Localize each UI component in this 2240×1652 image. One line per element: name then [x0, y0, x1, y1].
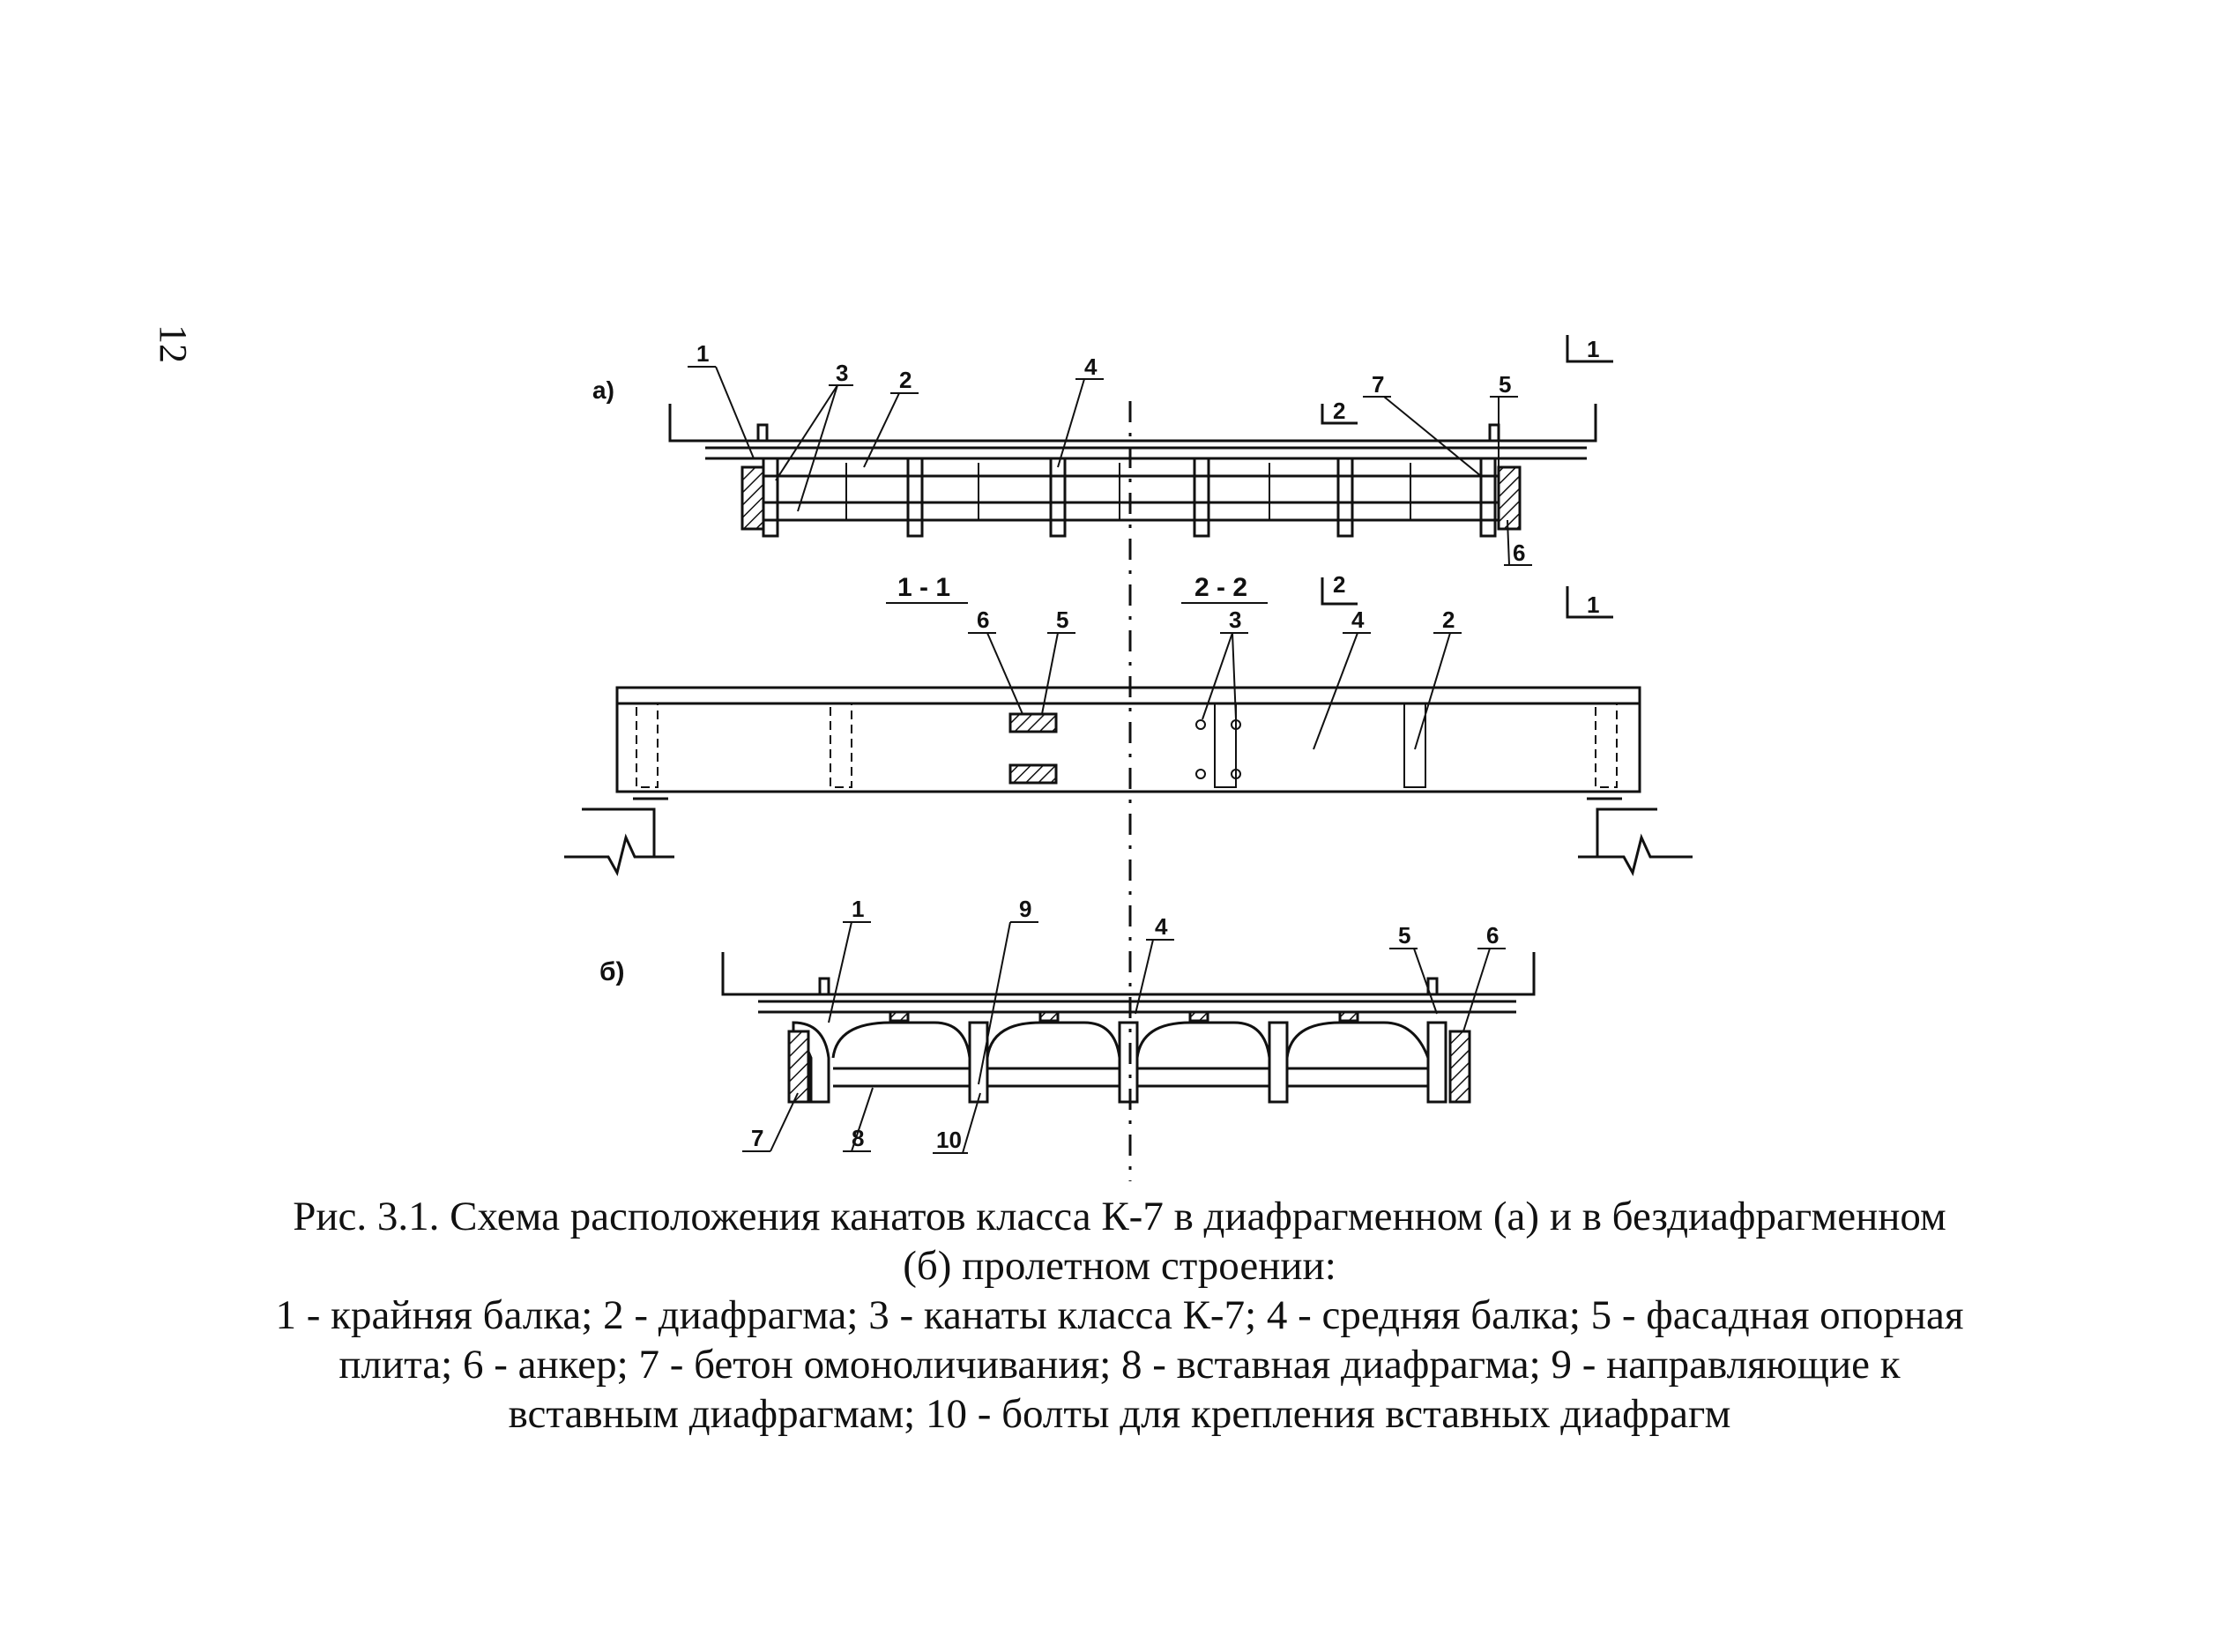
section-label-1-1: 1 - 1	[897, 573, 950, 602]
callout-b-5: 5	[1398, 922, 1410, 949]
callout-l-3: 3	[1229, 606, 1241, 633]
callout-a-4: 4	[1084, 353, 1098, 380]
section-mark-2-top: 2	[1333, 398, 1345, 424]
figure-caption: Рис. 3.1. Схема расположения канатов кла…	[264, 1192, 1975, 1439]
caption-title-line1: Рис. 3.1. Схема расположения канатов кла…	[293, 1194, 1946, 1239]
caption-legend-line1: 1 - крайняя балка; 2 - диафрагма; 3 - ка…	[275, 1292, 1964, 1338]
callout-a-3: 3	[836, 360, 848, 386]
callout-l-2: 2	[1442, 606, 1455, 633]
callout-b-9: 9	[1019, 896, 1031, 922]
section-a-diaphragm-span: а)	[592, 335, 1613, 566]
caption-legend-line2: плита; 6 - анкер; 7 - бетон омоноличиван…	[339, 1342, 1901, 1388]
callout-l-4: 4	[1351, 606, 1365, 633]
callout-a-7: 7	[1372, 371, 1384, 398]
callout-a-1: 1	[696, 340, 709, 367]
section-mark-1-mid: 1	[1587, 592, 1599, 618]
callout-b-7: 7	[751, 1125, 763, 1151]
callout-b-1: 1	[852, 896, 864, 922]
callout-l-5: 5	[1056, 606, 1068, 633]
callout-a-5: 5	[1499, 371, 1511, 398]
callout-b-6: 6	[1486, 922, 1499, 949]
callout-b-8: 8	[852, 1125, 864, 1151]
label-b: б)	[599, 957, 625, 986]
label-a: а)	[592, 376, 614, 404]
caption-legend-line3: вставным диафрагмам; 10 - болты для креп…	[508, 1391, 1731, 1437]
callout-l-6: 6	[977, 606, 989, 633]
callout-a-6: 6	[1513, 540, 1525, 566]
section-mark-2-mid: 2	[1333, 571, 1345, 598]
section-b-diaphragmless-span: б)	[599, 896, 1536, 1154]
caption-title-line2: (б) пролетном строении:	[903, 1243, 1336, 1289]
callout-b-10: 10	[936, 1127, 962, 1153]
longitudinal-view: 1 - 1 2 - 2 2 1	[564, 571, 1693, 877]
section-mark-1-top: 1	[1587, 336, 1599, 362]
callout-b-4: 4	[1155, 913, 1168, 940]
callout-a-2: 2	[899, 367, 912, 393]
section-label-2-2: 2 - 2	[1194, 573, 1247, 602]
